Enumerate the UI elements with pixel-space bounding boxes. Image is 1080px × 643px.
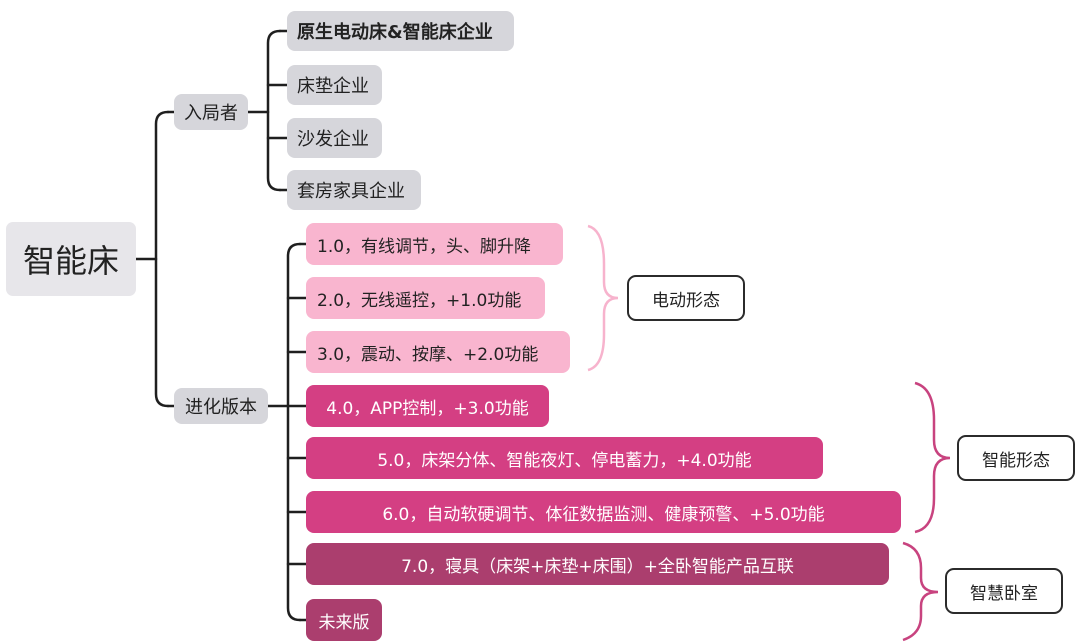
branch-entrants: 入局者 (174, 94, 248, 130)
version-4-0: 4.0，APP控制，+3.0功能 (306, 385, 549, 427)
group-smart-form: 智能形态 (957, 435, 1075, 481)
entrant-mattress: 床垫企业 (287, 65, 382, 105)
brace-electric (587, 224, 619, 372)
version-future: 未来版 (306, 599, 382, 641)
group-electric-form: 电动形态 (627, 275, 745, 321)
brace-smart (914, 381, 951, 534)
version-5-0: 5.0，床架分体、智能夜灯、停电蓄力，+4.0功能 (306, 437, 823, 479)
branch-evolution: 进化版本 (174, 388, 268, 424)
root-node: 智能床 (6, 222, 136, 296)
version-2-0: 2.0，无线遥控，+1.0功能 (306, 277, 545, 319)
version-1-0: 1.0，有线调节，头、脚升降 (306, 223, 563, 265)
group-smart-bedroom: 智慧卧室 (945, 568, 1063, 614)
brace-bedroom (902, 541, 939, 642)
entrant-native-smart-bed: 原生电动床&智能床企业 (287, 11, 514, 51)
entrant-suite-furniture: 套房家具企业 (287, 170, 421, 210)
version-6-0: 6.0，自动软硬调节、体征数据监测、健康预警、+5.0功能 (306, 491, 901, 533)
version-7-0: 7.0，寝具（床架+床垫+床围）+全卧智能产品互联 (306, 543, 889, 585)
entrant-sofa: 沙发企业 (287, 118, 382, 158)
version-3-0: 3.0，震动、按摩、+2.0功能 (306, 331, 570, 373)
